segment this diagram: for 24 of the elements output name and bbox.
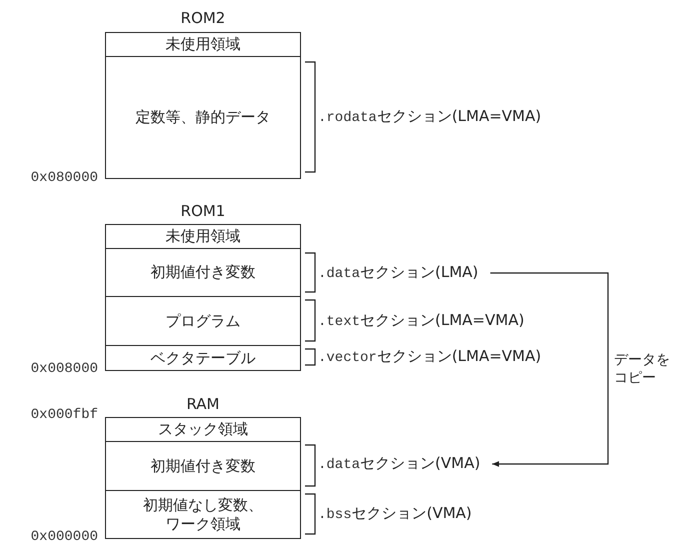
memory-section-box: 未使用領域 xyxy=(105,224,301,249)
address-label: 0x008000 xyxy=(30,360,98,378)
arrow xyxy=(490,272,609,467)
section-label: .vectorセクション(LMA=VMA) xyxy=(318,346,542,368)
memory-region-title: ROM2 xyxy=(180,8,226,29)
section-label: .bssセクション(VMA) xyxy=(318,503,472,525)
memory-section-box: プログラム xyxy=(105,296,301,346)
memory-section-box: 初期値付き変数 xyxy=(105,441,301,491)
memory-section-box: 初期値付き変数 xyxy=(105,248,301,297)
address-label: 0x000000 xyxy=(30,528,98,544)
memory-section-box: 定数等、静的データ xyxy=(105,56,301,179)
section-label: .dataセクション(VMA) xyxy=(318,453,492,475)
address-label: 0x080000 xyxy=(30,169,98,187)
memory-section-box: 初期値なし変数、ワーク領域 xyxy=(105,490,301,539)
address-label: 0x000fbf xyxy=(30,406,98,424)
memory-section-box: スタック領域 xyxy=(105,417,301,442)
memory-section-box: ベクタテーブル xyxy=(105,345,301,371)
memory-section-box: 未使用領域 xyxy=(105,32,301,57)
section-label: .textセクション(LMA=VMA) xyxy=(318,310,524,332)
memory-region-title: RAM xyxy=(185,394,221,415)
section-label: .dataセクション(LMA) xyxy=(318,262,490,284)
section-label: .rodataセクション(LMA=VMA) xyxy=(318,106,542,128)
memory-region-title: ROM1 xyxy=(180,201,226,222)
edge-label: データをコピー xyxy=(614,350,670,386)
